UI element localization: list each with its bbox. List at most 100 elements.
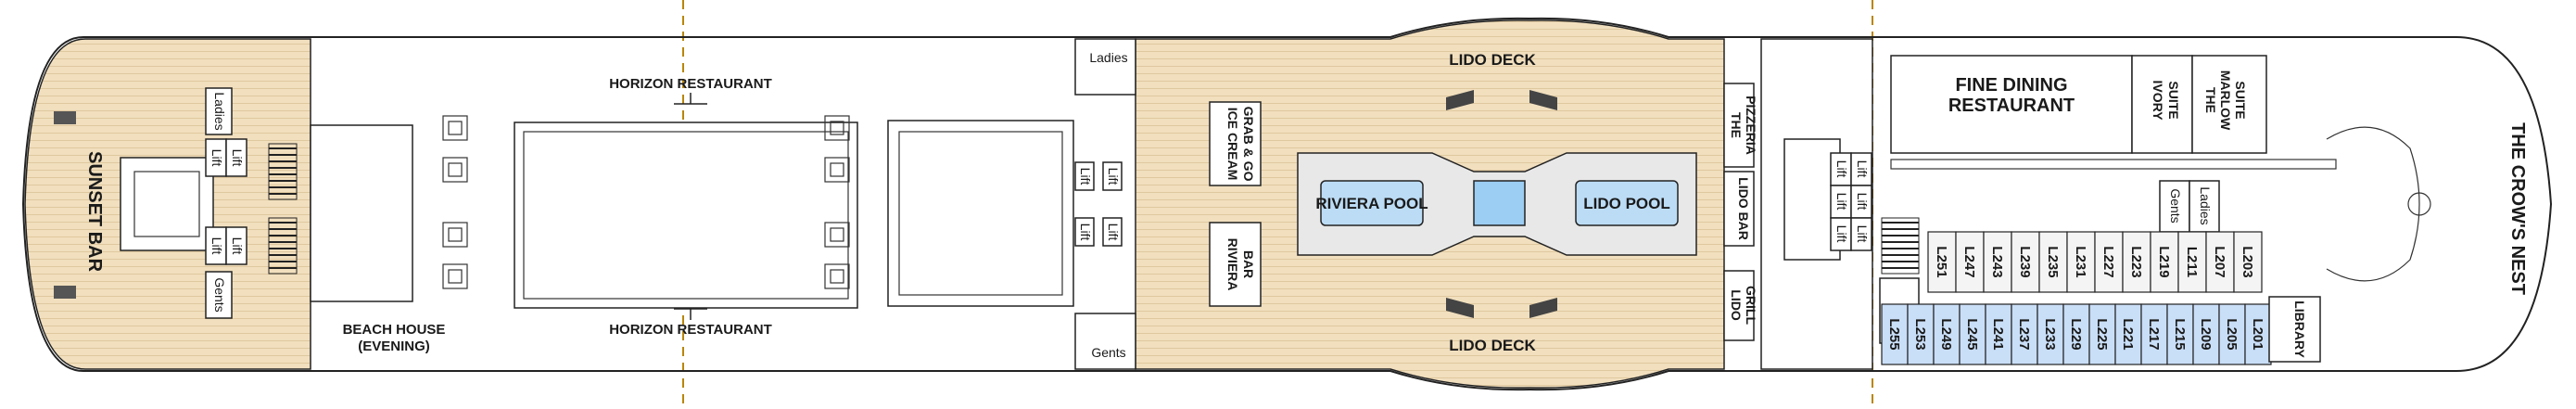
svg-text:GRILL: GRILL	[1744, 286, 1758, 325]
cabin-l227[interactable]: L227	[2094, 231, 2124, 293]
beach-house[interactable]: BEACH HOUSE (EVENING)	[310, 124, 446, 354]
svg-text:PIZZERIA: PIZZERIA	[1744, 96, 1758, 155]
svg-text:BAR: BAR	[1241, 250, 1256, 278]
svg-text:Gents: Gents	[212, 277, 227, 312]
svg-text:L241: L241	[1990, 318, 2006, 350]
cabin-l233[interactable]: L233	[2037, 303, 2064, 365]
svg-text:L211: L211	[2184, 247, 2200, 277]
svg-text:L253: L253	[1912, 318, 1928, 350]
cabin-l235[interactable]: L235	[2038, 231, 2068, 293]
svg-text:Gents: Gents	[2168, 188, 2183, 223]
svg-text:Lift: Lift	[230, 149, 245, 167]
svg-text:Lift: Lift	[1855, 193, 1870, 211]
svg-text:L245: L245	[1964, 318, 1980, 350]
ice-cream-bar[interactable]: ICE CREAM GRAB & GO	[1209, 101, 1262, 186]
lido-grill[interactable]: LIDO GRILL	[1723, 270, 1758, 341]
svg-text:HORIZON RESTAURANT: HORIZON RESTAURANT	[609, 322, 772, 338]
cabin-l215[interactable]: L215	[2166, 303, 2194, 365]
cabin-l229[interactable]: L229	[2062, 303, 2090, 365]
svg-text:THE: THE	[2203, 87, 2218, 113]
the-pizzeria[interactable]: THE PIZZERIA	[1723, 83, 1758, 168]
svg-text:Lift: Lift	[1855, 225, 1870, 243]
lido-deck-label-bottom: LIDO DECK	[1449, 337, 1536, 354]
aft-markers	[54, 111, 76, 299]
svg-text:Lift: Lift	[1106, 168, 1121, 185]
svg-text:(EVENING): (EVENING)	[358, 339, 430, 354]
lido-pool[interactable]: LIDO POOL	[1575, 180, 1679, 226]
cabin-l209[interactable]: L209	[2192, 303, 2220, 365]
marlow-suite[interactable]: THE MARLOW SUITE	[2191, 55, 2267, 154]
cabin-l249[interactable]: L249	[1933, 303, 1961, 365]
mid-restrooms: Ladies Gents	[1074, 38, 1136, 370]
lido-bar[interactable]: LIDO BAR	[1723, 171, 1755, 247]
riviera-bar[interactable]: RIVIERA BAR	[1209, 222, 1262, 307]
cabin-l247[interactable]: L247	[1955, 231, 1985, 293]
svg-text:L229: L229	[2068, 318, 2084, 350]
cabin-l255[interactable]: L255	[1881, 303, 1909, 365]
svg-text:THE CROW'S NEST: THE CROW'S NEST	[2507, 122, 2528, 295]
sunset-bar[interactable]: SUNSET BAR	[84, 151, 214, 273]
svg-text:L203: L203	[2240, 246, 2255, 277]
cabin-l253[interactable]: L253	[1907, 303, 1935, 365]
svg-text:MARLOW: MARLOW	[2218, 70, 2233, 131]
svg-text:L237: L237	[2016, 318, 2032, 350]
horizon-restaurant[interactable]: HORIZON RESTAURANT HORIZON RESTAURANT	[514, 76, 858, 338]
cabin-l243[interactable]: L243	[1983, 231, 2012, 293]
svg-text:L219: L219	[2156, 246, 2172, 277]
svg-text:L239: L239	[2017, 246, 2033, 277]
riviera-pool[interactable]: RIVIERA POOL	[1315, 180, 1428, 226]
svg-text:SUITE: SUITE	[2233, 81, 2248, 119]
library[interactable]: LIBRARY	[2268, 296, 2321, 363]
cabin-l223[interactable]: L223	[2122, 231, 2151, 293]
cabin-l221[interactable]: L221	[2114, 303, 2142, 365]
svg-text:Lift: Lift	[209, 149, 224, 167]
pool-area	[1297, 152, 1697, 256]
svg-text:SUITE: SUITE	[2166, 81, 2181, 119]
svg-text:L231: L231	[2073, 246, 2088, 277]
svg-text:ICE CREAM: ICE CREAM	[1225, 108, 1240, 181]
svg-text:Ladies: Ladies	[212, 92, 227, 130]
cabin-l241[interactable]: L241	[1985, 303, 2012, 365]
cabin-l245[interactable]: L245	[1959, 303, 1986, 365]
svg-text:LIBRARY: LIBRARY	[2292, 300, 2307, 358]
cabin-l201[interactable]: L201	[2244, 303, 2272, 365]
svg-text:HORIZON RESTAURANT: HORIZON RESTAURANT	[609, 76, 772, 92]
fine-dining-restaurant[interactable]: FINE DINING RESTAURANT	[1890, 55, 2133, 154]
forward-core: Lift Lift Lift Lift Lift Lift	[1760, 38, 1920, 370]
svg-text:Lift: Lift	[1078, 224, 1093, 241]
cabin-l239[interactable]: L239	[2011, 231, 2040, 293]
svg-text:L223: L223	[2128, 246, 2144, 277]
cabin-l225[interactable]: L225	[2088, 303, 2116, 365]
svg-text:Lift: Lift	[1834, 160, 1849, 178]
svg-text:L227: L227	[2100, 246, 2116, 277]
svg-text:L209: L209	[2198, 318, 2214, 350]
svg-text:Lift: Lift	[230, 237, 245, 255]
svg-text:LIDO BAR: LIDO BAR	[1736, 177, 1751, 240]
svg-text:Gents: Gents	[1091, 345, 1125, 360]
cabin-l207[interactable]: L207	[2205, 231, 2235, 293]
cabin-l231[interactable]: L231	[2066, 231, 2096, 293]
crows-nest[interactable]: THE CROW'S NEST	[2326, 122, 2528, 295]
svg-text:L247: L247	[1961, 246, 1977, 277]
cabin-l217[interactable]: L217	[2140, 303, 2168, 365]
lido-deck-label-top: LIDO DECK	[1449, 51, 1536, 69]
svg-text:Lift: Lift	[1078, 168, 1093, 185]
cabin-l219[interactable]: L219	[2150, 231, 2179, 293]
svg-text:Ladies: Ladies	[2198, 186, 2213, 224]
svg-text:BEACH HOUSE: BEACH HOUSE	[343, 322, 446, 338]
svg-text:RIVIERA POOL: RIVIERA POOL	[1315, 195, 1428, 212]
svg-text:L217: L217	[2146, 318, 2162, 350]
cabin-l251[interactable]: L251	[1927, 231, 1957, 293]
corridor	[1890, 159, 2337, 170]
aft-core: Ladies Gents Lift Lift Lift Lift	[205, 87, 298, 319]
svg-text:THE: THE	[1729, 112, 1744, 138]
cabin-l237[interactable]: L237	[2011, 303, 2038, 365]
cabin-l211[interactable]: L211	[2177, 231, 2207, 293]
cabin-l205[interactable]: L205	[2218, 303, 2246, 365]
ivory-suite[interactable]: IVORY SUITE	[2131, 55, 2193, 154]
svg-text:L207: L207	[2212, 246, 2227, 277]
cabin-l203[interactable]: L203	[2233, 231, 2263, 293]
svg-text:RESTAURANT: RESTAURANT	[1948, 96, 2075, 116]
